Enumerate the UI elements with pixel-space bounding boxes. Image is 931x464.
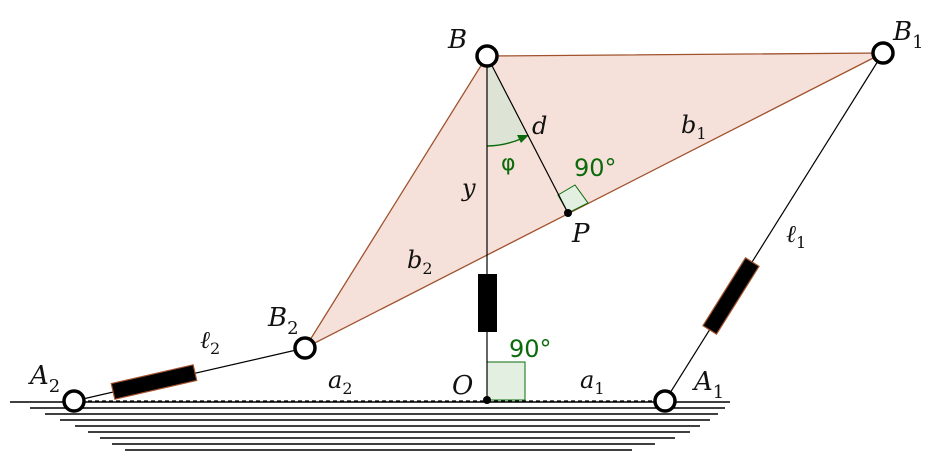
actuator-leg-2 (110, 364, 198, 400)
label-a2-side-sub: 2 (342, 379, 352, 398)
line-b-p (486, 55, 569, 214)
label-b1-side-base: b (681, 111, 696, 139)
actuator-leg-1 (702, 257, 760, 335)
label-b2-side-sub: 2 (422, 259, 432, 278)
label-angle-bottom: 90° (509, 335, 552, 363)
label-a2: A2 (28, 361, 60, 397)
label-a2-sub: 2 (49, 376, 60, 397)
label-p: P (571, 219, 590, 249)
label-angle-top: 90° (574, 154, 617, 182)
label-d: d (532, 112, 547, 140)
label-l1: ℓ1 (786, 220, 806, 252)
ground (10, 401, 730, 451)
label-a1-side-sub: 1 (594, 379, 604, 398)
label-a1-side: a1 (580, 366, 605, 398)
label-l1-sub: 1 (796, 233, 806, 252)
label-b1-sub: 1 (912, 32, 923, 53)
label-l2-base: ℓ (200, 326, 210, 354)
phi-arrowhead (517, 135, 529, 143)
label-b1-base: B (892, 17, 912, 47)
label-a2-base: A (28, 361, 49, 391)
joint-b1 (871, 41, 895, 65)
label-phi: φ (501, 151, 516, 176)
label-a1-base: A (692, 367, 713, 397)
point-p (564, 209, 572, 217)
label-b1-side: b1 (681, 111, 707, 143)
label-o: O (452, 371, 473, 401)
label-a1-side-base: a (580, 366, 594, 394)
label-b: B (447, 25, 467, 55)
leg-a1-b1 (664, 52, 884, 402)
label-a1: A1 (692, 367, 724, 403)
label-l2-sub: 2 (210, 339, 220, 358)
label-a2-side-base: a (328, 366, 342, 394)
joint-a2 (62, 389, 86, 413)
right-angle-marker-o (486, 361, 526, 401)
label-b2-side-base: b (407, 246, 422, 274)
label-y: y (461, 174, 476, 202)
label-b1-side-sub: 1 (696, 124, 706, 143)
actuator-vertical (478, 274, 497, 332)
point-o (483, 396, 491, 404)
label-a2-side: a2 (328, 366, 353, 398)
joint-b2 (293, 336, 317, 360)
label-b1: B1 (892, 17, 924, 53)
label-b2: B2 (267, 303, 299, 339)
joint-a1 (653, 389, 677, 413)
platform-triangle (303, 52, 884, 350)
phi-angle-wedge (487, 56, 527, 146)
joint-b (475, 44, 499, 68)
label-a1-sub: 1 (713, 382, 724, 403)
label-b2-sub: 2 (287, 318, 298, 339)
label-b2-side: b2 (407, 246, 433, 278)
label-l2: ℓ2 (200, 326, 220, 358)
label-b2-base: B (267, 303, 287, 333)
label-l1-base: ℓ (786, 220, 796, 248)
